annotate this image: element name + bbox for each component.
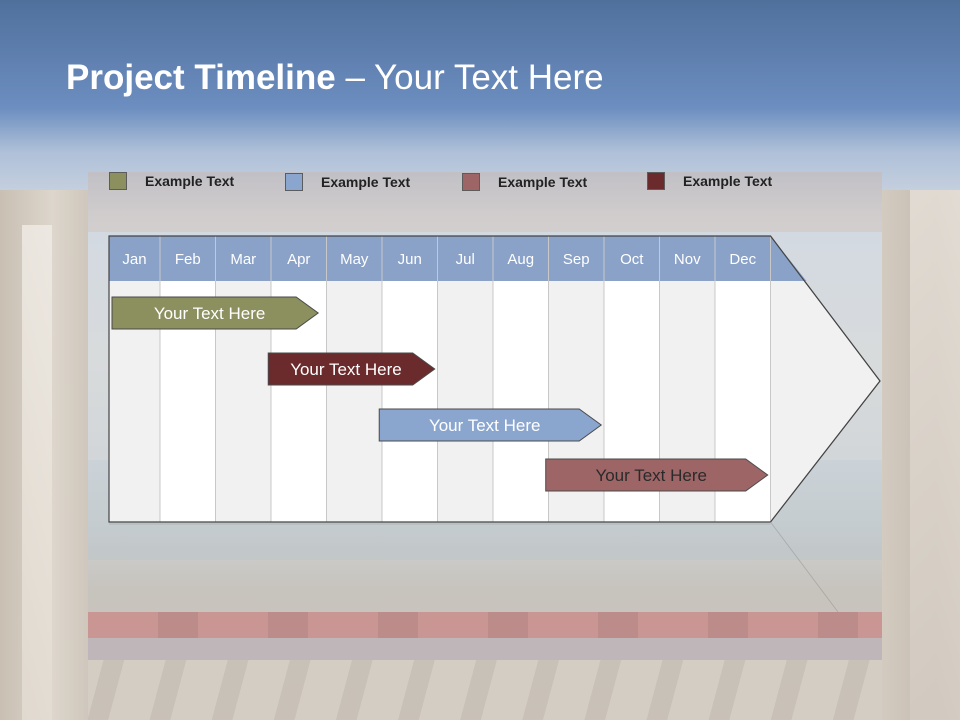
month-column — [326, 281, 382, 522]
arrow-reflection — [770, 521, 839, 613]
ledge-base — [88, 638, 888, 660]
month-label: Apr — [287, 251, 310, 268]
month-column — [493, 281, 549, 522]
arch-shadow — [88, 172, 882, 232]
task-label: Your Text Here — [595, 466, 707, 485]
month-label: Jan — [122, 251, 146, 268]
ledge-tiles — [88, 612, 888, 638]
task-label: Your Text Here — [290, 360, 402, 379]
task-bar — [111, 296, 320, 330]
task-bar — [378, 408, 603, 442]
legend-swatch — [285, 173, 303, 191]
title-bold: Project Timeline — [66, 58, 336, 97]
legend-swatch — [647, 172, 665, 190]
month-label: Nov — [674, 251, 701, 268]
floor-shadows — [0, 660, 960, 720]
right-pillar-highlight — [910, 190, 960, 720]
task-bar — [545, 458, 769, 492]
month-label: Aug — [507, 251, 534, 268]
legend-label: Example Text — [321, 174, 411, 190]
timeline-arrow-outline — [108, 235, 881, 523]
month-label: Jun — [398, 251, 422, 268]
task-bar — [267, 352, 436, 386]
title-rest: – Your Text Here — [335, 58, 604, 97]
legend-label: Example Text — [498, 174, 588, 190]
month-label: Feb — [175, 251, 201, 268]
month-label: Dec — [729, 251, 756, 268]
legend-item: Example Text — [647, 171, 772, 191]
month-label: Mar — [230, 251, 256, 268]
legend-swatch — [109, 172, 127, 190]
month-label: Sep — [563, 251, 590, 268]
task-label: Your Text Here — [154, 304, 266, 323]
legend-item: Example Text — [462, 172, 587, 192]
slide-title: Project Timeline – Your Text Here — [66, 58, 604, 98]
legend-swatch — [462, 173, 480, 191]
month-column — [382, 281, 438, 522]
month-label: Jul — [456, 251, 475, 268]
month-label: May — [340, 251, 369, 268]
legend-label: Example Text — [145, 173, 235, 189]
legend-label: Example Text — [683, 173, 773, 189]
legend-item: Example Text — [285, 172, 410, 192]
month-header-band — [109, 236, 771, 281]
month-column — [437, 281, 493, 522]
month-label: Oct — [620, 251, 644, 268]
task-label: Your Text Here — [429, 416, 541, 435]
left-pillar-highlight — [22, 225, 52, 720]
legend-item: Example Text — [109, 171, 234, 191]
